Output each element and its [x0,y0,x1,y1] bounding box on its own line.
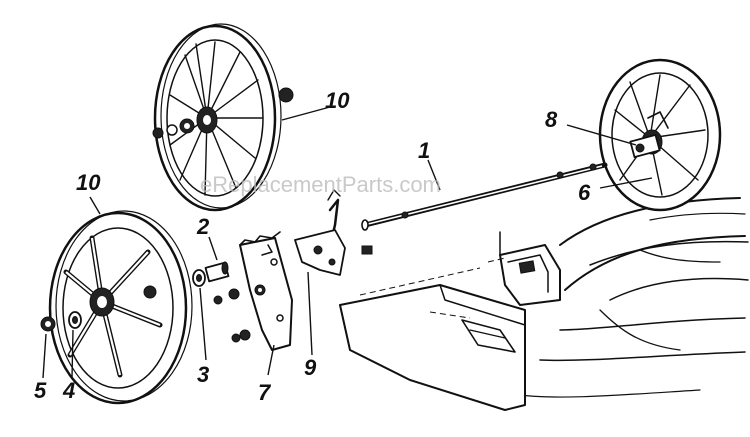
callout-5: 5 [34,378,47,403]
wheel-front-left-hardware [40,311,82,332]
wheel-rear-right [598,58,722,212]
wheel-front-left [48,210,193,405]
adjuster-lever [294,189,373,276]
callout-7: 7 [258,380,272,405]
callout-10-upper: 10 [325,88,350,113]
callout-9: 9 [304,355,317,380]
callout-labels: 1 2 3 4 5 6 7 8 9 10 10 [34,88,591,405]
callout-8: 8 [545,107,558,132]
callout-1: 1 [418,138,430,163]
mower-deck [499,197,749,398]
assembly-lines [359,257,506,319]
bushing [204,261,230,283]
side-plate [239,231,293,351]
watermark: eReplacementParts.com [200,172,441,197]
callout-6: 6 [578,180,591,205]
callout-10-lower: 10 [76,170,101,195]
side-plate-fasteners [213,288,251,343]
callout-3: 3 [197,362,209,387]
washer-3 [192,269,206,287]
axle-rod [361,162,608,231]
callout-2: 2 [196,214,210,239]
wheel-rear-left [153,23,282,212]
height-adjuster-bracket [629,111,669,158]
wheel-rear-left-hardware [152,87,294,139]
leader-lines [42,106,653,379]
deflector-plate [339,284,526,411]
callout-4: 4 [62,378,75,403]
